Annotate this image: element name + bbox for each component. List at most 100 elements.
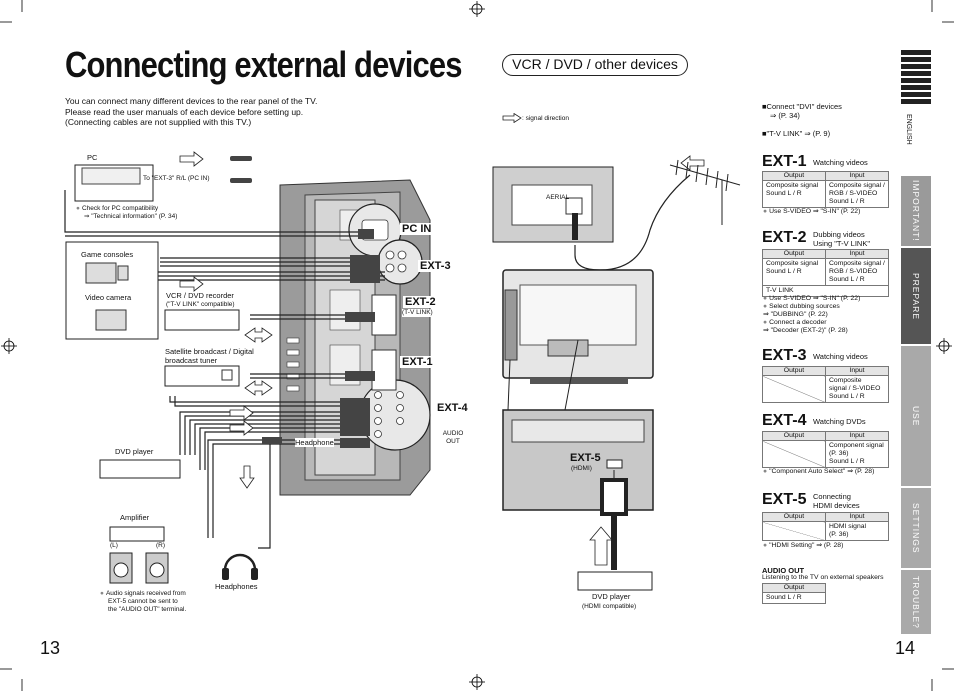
ext5-heading: EXT-5 bbox=[762, 491, 807, 508]
input-header: Input bbox=[825, 366, 889, 376]
page-title: Connecting external devices bbox=[65, 44, 462, 85]
headphones-label: Headphones bbox=[215, 582, 258, 591]
signal-direction-label: : signal direction bbox=[522, 115, 569, 122]
section-badge: VCR / DVD / other devices bbox=[502, 54, 688, 76]
ext5-sub-label: (HDMI) bbox=[571, 465, 592, 472]
ext1-label: EXT-1 bbox=[400, 356, 435, 368]
dvi-note-ref: ⇒ (P. 34) bbox=[770, 111, 800, 120]
square-bullet-icon: ■ bbox=[762, 102, 767, 111]
pc-note-line1: Check for PC compatibility bbox=[76, 205, 158, 212]
intro-line: You can connect many different devices t… bbox=[65, 96, 318, 106]
intro-text: You can connect many different devices t… bbox=[65, 96, 355, 128]
audio-note-line2: EXT-5 cannot be sent to bbox=[108, 598, 178, 605]
output-header: Output bbox=[762, 431, 826, 441]
audio-note-line3: the "AUDIO OUT" terminal. bbox=[108, 606, 187, 613]
dvd-label: DVD player bbox=[115, 447, 154, 456]
ext2-notes: Use S-VIDEO ⇒ "S-IN" (P. 22) Select dubb… bbox=[763, 295, 893, 335]
ext1-output: Composite signal Sound L / R bbox=[762, 180, 826, 208]
intro-line: (Connecting cables are not supplied with… bbox=[65, 117, 252, 127]
ext1-purpose: Watching videos bbox=[813, 158, 868, 167]
ext1-heading: EXT-1 bbox=[762, 153, 807, 170]
ext3-purpose: Watching videos bbox=[813, 352, 868, 361]
ext1-note: Use S-VIDEO ⇒ "S-IN" (P. 22) bbox=[763, 208, 860, 216]
audio-out-desc: Listening to the TV on external speakers bbox=[762, 574, 884, 581]
pc-cable-label: To "EXT-3" R/L (PC IN) bbox=[143, 175, 210, 182]
audio-out-note: Audio signals received from EXT-5 cannot… bbox=[100, 590, 220, 614]
pc-label: PC bbox=[87, 153, 98, 162]
ext4-heading: EXT-4 bbox=[762, 412, 807, 429]
ext5-note: "HDMI Setting" ⇒ (P. 28) bbox=[763, 542, 843, 550]
vcr-label: VCR / DVD recorder bbox=[166, 291, 234, 300]
ext5-purpose: Connecting HDMI devices bbox=[813, 492, 860, 510]
ext2-purpose: Dubbing videos Using "T-V LINK" bbox=[813, 230, 871, 248]
game-consoles-label: Game consoles bbox=[81, 250, 134, 259]
tab-trouble[interactable]: TROUBLE? bbox=[901, 570, 931, 634]
ext3-output-empty bbox=[762, 375, 826, 403]
ext2-input: Composite signal / RGB / S-VIDEO Sound L… bbox=[825, 258, 889, 286]
ext2-heading: EXT-2 bbox=[762, 229, 807, 246]
ext4-output-empty bbox=[762, 440, 826, 468]
ext5-output-empty bbox=[762, 521, 826, 541]
output-header: Output bbox=[762, 171, 826, 181]
audio-note-line1: Audio signals received from bbox=[100, 590, 186, 597]
dvi-note-text: Connect "DVI" devices bbox=[766, 102, 842, 111]
pc-note-line2: ⇒ "Technical information" (P. 34) bbox=[84, 213, 178, 220]
ext5-input: HDMI signal (P. 36) bbox=[825, 521, 889, 541]
output-header: Output bbox=[762, 583, 826, 593]
language-label: ENGLISH bbox=[905, 114, 912, 145]
ext4-purpose: Watching DVDs bbox=[813, 417, 866, 426]
audio-out-table: Output Sound L / R bbox=[762, 583, 826, 604]
ext4-note: "Component Auto Select" ⇒ (P. 28) bbox=[763, 468, 874, 476]
ext3-label: EXT-3 bbox=[418, 260, 453, 272]
ext3-input: Composite signal / S-VIDEO Sound L / R bbox=[825, 375, 889, 403]
dvi-note: ■Connect "DVI" devices ⇒ (P. 34) bbox=[762, 102, 902, 120]
tab-important[interactable]: IMPORTANT! bbox=[901, 176, 931, 246]
tab-prepare[interactable]: PREPARE bbox=[901, 248, 931, 344]
dvd-hdmi-sub-label: (HDMI compatible) bbox=[582, 603, 637, 610]
tvlink-note-text: "T-V LINK" ⇒ (P. 9) bbox=[766, 129, 831, 138]
arrow-icon bbox=[502, 113, 522, 123]
ext4-label: EXT-4 bbox=[435, 402, 470, 414]
tab-use[interactable]: USE bbox=[901, 346, 931, 486]
output-header: Output bbox=[762, 366, 826, 376]
language-bars bbox=[901, 50, 931, 104]
ext2-note: Use S-VIDEO ⇒ "S-IN" (P. 22) bbox=[763, 295, 893, 303]
input-header: Input bbox=[825, 512, 889, 522]
tab-settings[interactable]: SETTINGS bbox=[901, 488, 931, 568]
amp-right-label: (R) bbox=[156, 542, 166, 549]
ext4-input: Component signal (P. 36) Sound L / R bbox=[825, 440, 889, 468]
ext2-output: Composite signal Sound L / R bbox=[762, 258, 826, 286]
intro-line: Please read the user manuals of each dev… bbox=[65, 106, 304, 117]
page-number-left: 13 bbox=[40, 638, 61, 658]
output-header: Output bbox=[762, 512, 826, 522]
pc-in-label: PC IN bbox=[400, 223, 434, 235]
sat-label: Satellite broadcast / Digital broadcast … bbox=[165, 347, 254, 365]
amp-left-label: (L) bbox=[110, 542, 118, 549]
audio-out-title: AUDIO OUT bbox=[762, 566, 805, 575]
ext2-sub-label: (T-V LINK) bbox=[402, 309, 433, 317]
ext3-heading: EXT-3 bbox=[762, 347, 807, 364]
ext5-label: EXT-5 bbox=[570, 452, 601, 464]
input-header: Input bbox=[825, 171, 889, 181]
input-header: Input bbox=[825, 431, 889, 441]
amplifier-label: Amplifier bbox=[120, 513, 150, 522]
ext2-label: EXT-2 bbox=[403, 296, 438, 308]
dvd-hdmi-label: DVD player bbox=[592, 592, 631, 601]
aerial-label: AERIAL bbox=[546, 194, 570, 201]
pc-note: Check for PC compatibility ⇒ "Technical … bbox=[76, 205, 226, 221]
ext2-note: Select dubbing sources ⇒ "DUBBING" (P. 2… bbox=[763, 303, 893, 319]
tvlink-note: ■"T-V LINK" ⇒ (P. 9) bbox=[762, 129, 830, 138]
output-header: Output bbox=[762, 249, 826, 259]
audio-out-label: AUDIO OUT bbox=[442, 430, 464, 445]
audio-out-value: Sound L / R bbox=[762, 592, 826, 604]
ext1-input: Composite signal / RGB / S-VIDEO Sound L… bbox=[825, 180, 889, 208]
vcr-sub-label: ("T-V LINK" compatible) bbox=[166, 301, 235, 308]
headphone-port-label: Headphone bbox=[295, 438, 334, 447]
page-number-right: 14 bbox=[895, 638, 916, 658]
